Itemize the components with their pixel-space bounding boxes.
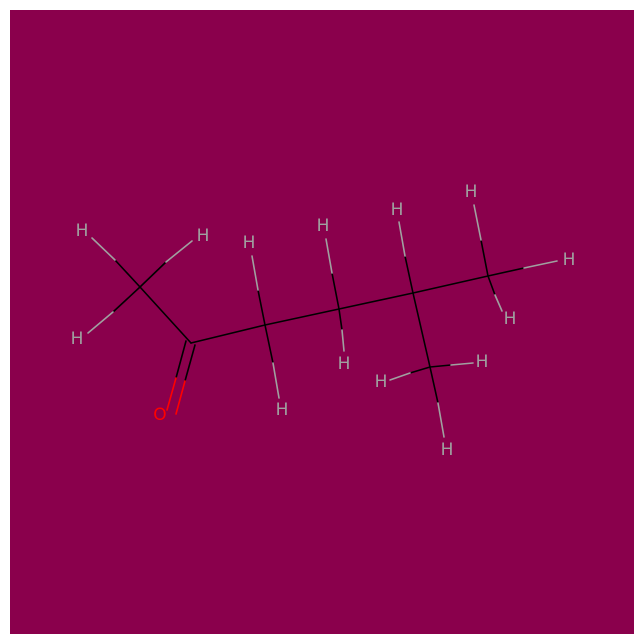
atom-label-oxygen: O: [153, 405, 166, 425]
bond-c1-h1-grey: [91, 237, 116, 261]
bond-c6-h9-grey: [473, 204, 482, 241]
atom-label-hydrogen-6: H: [317, 216, 330, 236]
bond-c5-c6: [412, 275, 489, 294]
atom-label-hydrogen-7: H: [338, 354, 351, 374]
bond-c5-h8-dark: [404, 255, 414, 294]
bond-c3-h4-dark: [257, 289, 266, 326]
bond-c5-h8-grey: [398, 221, 406, 257]
bond-c3-h4-grey: [251, 255, 259, 291]
bond-c1-h3-dark: [112, 286, 141, 313]
bond-c1-h3-grey: [87, 311, 114, 334]
bond-c7-h13-grey: [450, 362, 474, 366]
atom-label-hydrogen-1: H: [76, 221, 89, 241]
bond-c7-h12-grey: [389, 372, 411, 381]
atom-label-hydrogen-3: H: [71, 329, 84, 349]
bond-c4-c5: [338, 292, 414, 310]
atom-label-hydrogen-9: H: [465, 182, 478, 202]
bond-c3-h5-grey: [272, 362, 280, 399]
bond-c6-h10-grey: [523, 260, 558, 269]
bond-c4-h6-grey: [325, 238, 333, 274]
bond-c5-c7: [412, 292, 431, 368]
atom-label-hydrogen-13: H: [476, 352, 489, 372]
bond-c7-h14-grey: [437, 402, 445, 438]
atom-label-hydrogen-8: H: [391, 200, 404, 220]
bond-c3-h5-dark: [264, 324, 274, 364]
bond-c7-h14-dark: [429, 366, 439, 404]
bond-c6-h11-dark: [487, 275, 496, 296]
bond-co-a-red: [166, 377, 177, 411]
bond-c3-c4: [264, 308, 340, 326]
atom-label-hydrogen-11: H: [504, 309, 517, 329]
bond-c1-h2-dark: [139, 261, 167, 288]
atom-label-hydrogen-4: H: [243, 233, 256, 253]
bond-c1-h2-grey: [165, 240, 193, 263]
bond-c1-c2: [139, 286, 192, 344]
bond-c7-h12-dark: [409, 366, 431, 374]
bond-c4-h6-dark: [331, 272, 340, 310]
bond-c2-c3: [190, 324, 266, 344]
atom-label-hydrogen-5: H: [276, 400, 289, 420]
bond-co-b-dark: [184, 344, 196, 382]
bond-c4-h7-dark: [338, 308, 343, 331]
bond-co-a-dark: [175, 340, 187, 379]
bond-c4-h7-grey: [341, 329, 345, 352]
canvas-background: [10, 10, 634, 634]
atom-label-hydrogen-10: H: [563, 250, 576, 270]
atom-label-hydrogen-14: H: [441, 440, 454, 460]
bond-c1-h1-dark: [114, 259, 141, 288]
atom-label-hydrogen-2: H: [197, 226, 210, 246]
bond-co-b-red: [175, 380, 186, 415]
bond-c6-h11-grey: [494, 294, 503, 312]
atom-label-hydrogen-12: H: [375, 372, 388, 392]
bond-c7-h13-dark: [429, 364, 452, 368]
bond-c6-h9-dark: [480, 239, 489, 277]
bond-c6-h10-dark: [487, 267, 525, 277]
